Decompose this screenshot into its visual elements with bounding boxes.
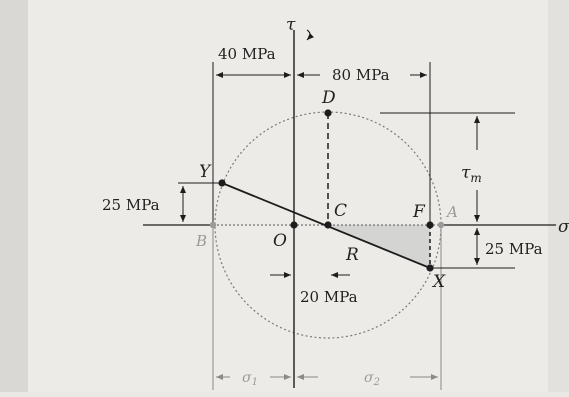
page-spine-shadow <box>0 0 28 392</box>
point-a <box>437 221 445 229</box>
label-c: C <box>334 201 347 221</box>
label-y: Y <box>199 162 212 182</box>
label-f: F <box>412 202 426 222</box>
label-o: O <box>273 231 287 251</box>
point-c <box>324 221 332 229</box>
point-f <box>426 221 434 229</box>
sigma2-label: σ2 <box>364 370 380 388</box>
point-d <box>324 109 332 117</box>
label-x: X <box>431 272 446 292</box>
point-y <box>218 179 226 187</box>
point-x <box>426 264 434 272</box>
dim-80-label: 80 MPa <box>332 66 390 84</box>
page-right-edge <box>548 0 569 392</box>
label-b: B <box>195 232 207 250</box>
label-d: D <box>321 88 336 108</box>
dim-40-label: 40 MPa <box>218 45 276 63</box>
dim-20-label: 20 MPa <box>300 288 358 306</box>
label-tau-max: τm <box>461 163 482 185</box>
tau-axis-rotation-arrow <box>306 29 315 41</box>
sigma1-label: σ1 <box>242 370 258 388</box>
point-o <box>290 221 298 229</box>
sigma-axis-label: σ <box>558 217 569 237</box>
label-a: A <box>445 203 458 221</box>
dim-25-right-label: 25 MPa <box>485 240 543 258</box>
dim-25-left-label: 25 MPa <box>102 196 160 214</box>
label-radius: R <box>345 245 359 265</box>
point-b <box>209 221 217 229</box>
tau-axis-label: τ <box>286 15 296 35</box>
